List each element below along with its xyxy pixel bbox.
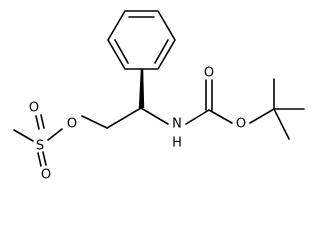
structure-diagram: O S O O N H O O (0, 0, 319, 187)
atom-label-sulfonyl-oxygen-bottom: O (41, 168, 51, 183)
atom-label-ester-oxygen: O (67, 117, 77, 132)
bond-s-methyl (13, 129, 34, 142)
bond-tbu-methyl-down (273, 108, 290, 140)
phenyl-ring (107, 10, 176, 70)
ring-inner-double-left (114, 39, 129, 64)
bond-chiral-n (140, 107, 169, 125)
ring-inner-double-right (154, 39, 169, 64)
bond-s-o-bottom-b (42, 151, 47, 166)
atom-label-carbonyl-oxygen: O (204, 66, 214, 81)
bond-s-o-bottom-a (37, 152, 42, 167)
bond-o-s (47, 128, 63, 141)
atom-label-carbamate-oxygen: O (236, 117, 246, 132)
bond-s-o-top-b (40, 114, 45, 129)
bond-carbonyl-o (208, 109, 233, 124)
bond-chiral-ch2 (106, 107, 142, 129)
molecule-svg: O S O O N H O O (0, 0, 319, 187)
atom-label-nitrogen: N (172, 117, 182, 132)
stereo-wedge-bond (138, 68, 145, 108)
atom-label-sulfur: S (36, 139, 44, 154)
bond-s-o-top-a (35, 115, 40, 130)
canvas-background (0, 0, 319, 187)
bond-ch2-o (81, 115, 108, 129)
atom-label-amine-hydrogen: H (172, 136, 182, 151)
ring-outline (107, 10, 176, 70)
bond-o-tbu (249, 108, 275, 124)
bond-n-carbonyl (185, 109, 210, 125)
atom-label-sulfonyl-oxygen-top: O (29, 101, 39, 116)
